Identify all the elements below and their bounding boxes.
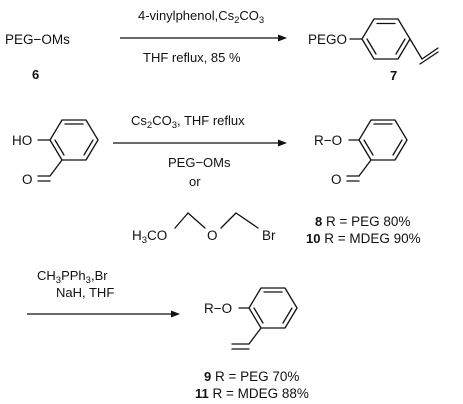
step2-sm-o: O <box>22 172 33 187</box>
step1-arrow <box>120 34 287 42</box>
step3-result-2: 11 R = MDEG 88% <box>195 386 309 401</box>
step3-result-1: 9 R = PEG 70% <box>204 369 299 384</box>
step3-product-structure <box>231 287 298 350</box>
step2-product-r: R−O <box>314 133 342 148</box>
step1-product-structure <box>349 18 439 65</box>
step1-product-label: PEGO <box>308 32 347 47</box>
step2-sm-ho: HO <box>12 133 32 148</box>
step2-arrow <box>113 139 287 147</box>
step2-reagent-b: PEG−OMs <box>168 155 231 170</box>
step1: PEG−OMs 6 4-vinylphenol,Cs2CO3 THF reflu… <box>5 8 439 83</box>
step3-arrow <box>27 310 180 318</box>
step2-product-o: O <box>331 172 342 187</box>
step2-mdeg-h3co: H3CO <box>132 228 167 246</box>
step1-reagent: 4-vinylphenol,Cs2CO3 <box>138 8 264 26</box>
step3-product-r: R−O <box>204 301 232 316</box>
step3-reagent-b: NaH, THF <box>56 285 114 300</box>
step1-reactant: PEG−OMs <box>5 32 70 47</box>
step2-reagent-a: Cs2CO3, THF reflux <box>131 113 245 131</box>
step1-reactant-number: 6 <box>32 67 39 82</box>
step3-reagent-a: CH3PPh3,Br <box>37 268 108 286</box>
step2-starting-material <box>37 119 99 182</box>
step2-result-2: 10 R = MDEG 90% <box>306 231 421 246</box>
step2-product-structure <box>346 119 408 182</box>
step1-product-number: 7 <box>390 68 397 83</box>
step2-mdeg-br: Br <box>262 228 276 243</box>
step2-result-1: 8 R = PEG 80% <box>315 214 410 229</box>
step3: CH3PPh3,Br NaH, THF R−O 9 R = PEG 70% 11… <box>27 268 309 401</box>
step1-conditions: THF reflux, 85 % <box>143 50 241 65</box>
step2-mdeg-chain <box>174 212 259 229</box>
step2-or: or <box>189 174 201 189</box>
step2: HO O Cs2CO3, THF reflux PEG−OMs or H3CO … <box>12 113 421 246</box>
step2-mdeg-o: O <box>207 228 218 243</box>
